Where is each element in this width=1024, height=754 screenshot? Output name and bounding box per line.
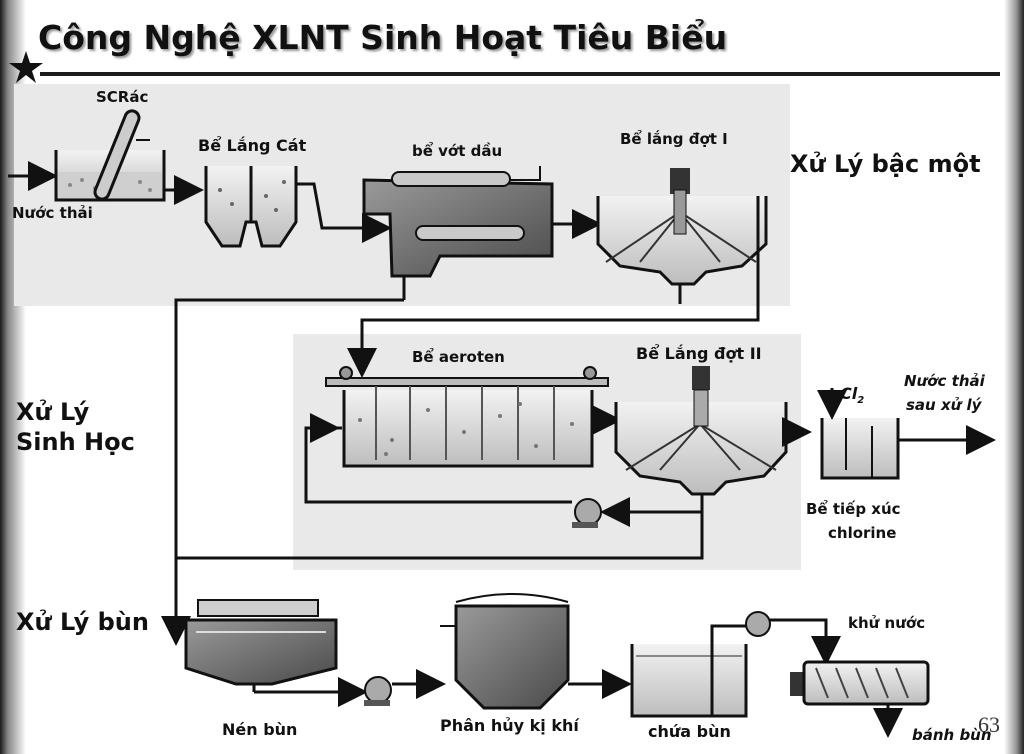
label-oil: bể vớt dầu	[412, 142, 503, 160]
label-sludge-storage: chứa bùn	[648, 722, 731, 741]
primary-to-aeration-pipe	[347, 196, 760, 378]
label-outlet-line1: Nước thải	[904, 372, 985, 390]
anaerobic-digester	[440, 593, 632, 710]
primary-clarifier	[596, 168, 768, 304]
section-sludge: Xử Lý bùn	[16, 608, 149, 636]
chlorine-contact-tank	[817, 388, 996, 480]
slide-title: Công Nghệ XLNT Sinh Hoạt Tiêu Biểu	[38, 18, 728, 57]
thickener-pump-icon	[364, 669, 446, 706]
screen-unit	[8, 109, 204, 205]
chlorine-subscript: 2	[857, 395, 865, 407]
section-biological-line2: Sinh Học	[16, 428, 135, 456]
aeration-tank	[304, 366, 622, 504]
grit-chamber	[204, 166, 392, 248]
page-number: 63	[978, 712, 1000, 737]
title-rule	[40, 72, 1000, 76]
section-primary: Xử Lý bậc một	[790, 150, 981, 178]
chlorine-symbol: Cl	[840, 384, 858, 403]
label-inlet: Nước thải	[12, 204, 93, 222]
secondary-clarifier	[176, 366, 812, 560]
label-thickener: Nén bùn	[222, 720, 298, 739]
label-grit: Bể Lắng Cát	[198, 136, 307, 155]
label-primary-clarifier: Bể lắng đợt I	[620, 130, 728, 148]
label-contact-line1: Bể tiếp xúc	[806, 500, 901, 518]
oil-skimmer	[362, 166, 602, 300]
label-secondary-clarifier: Bể Lắng đợt II	[636, 344, 762, 363]
label-chlorine: Cl2	[840, 384, 864, 406]
star-icon	[9, 51, 43, 83]
label-cake: bánh bùn	[912, 726, 992, 744]
label-dewatering: khử nước	[848, 614, 926, 632]
return-pump-icon	[572, 498, 602, 528]
sludge-main-pipe	[161, 298, 404, 646]
dewatering-centrifuge	[790, 660, 930, 738]
label-digester: Phân hủy kị khí	[440, 716, 579, 735]
sludge-storage-tank	[630, 611, 841, 718]
label-contact-line2: chlorine	[828, 524, 897, 542]
label-screen: SCRác	[96, 88, 149, 106]
label-aeration: Bể aeroten	[412, 348, 505, 366]
label-outlet-line2: sau xử lý	[906, 396, 982, 414]
section-biological-line1: Xử Lý	[16, 398, 90, 426]
thickener-tank	[184, 599, 368, 707]
